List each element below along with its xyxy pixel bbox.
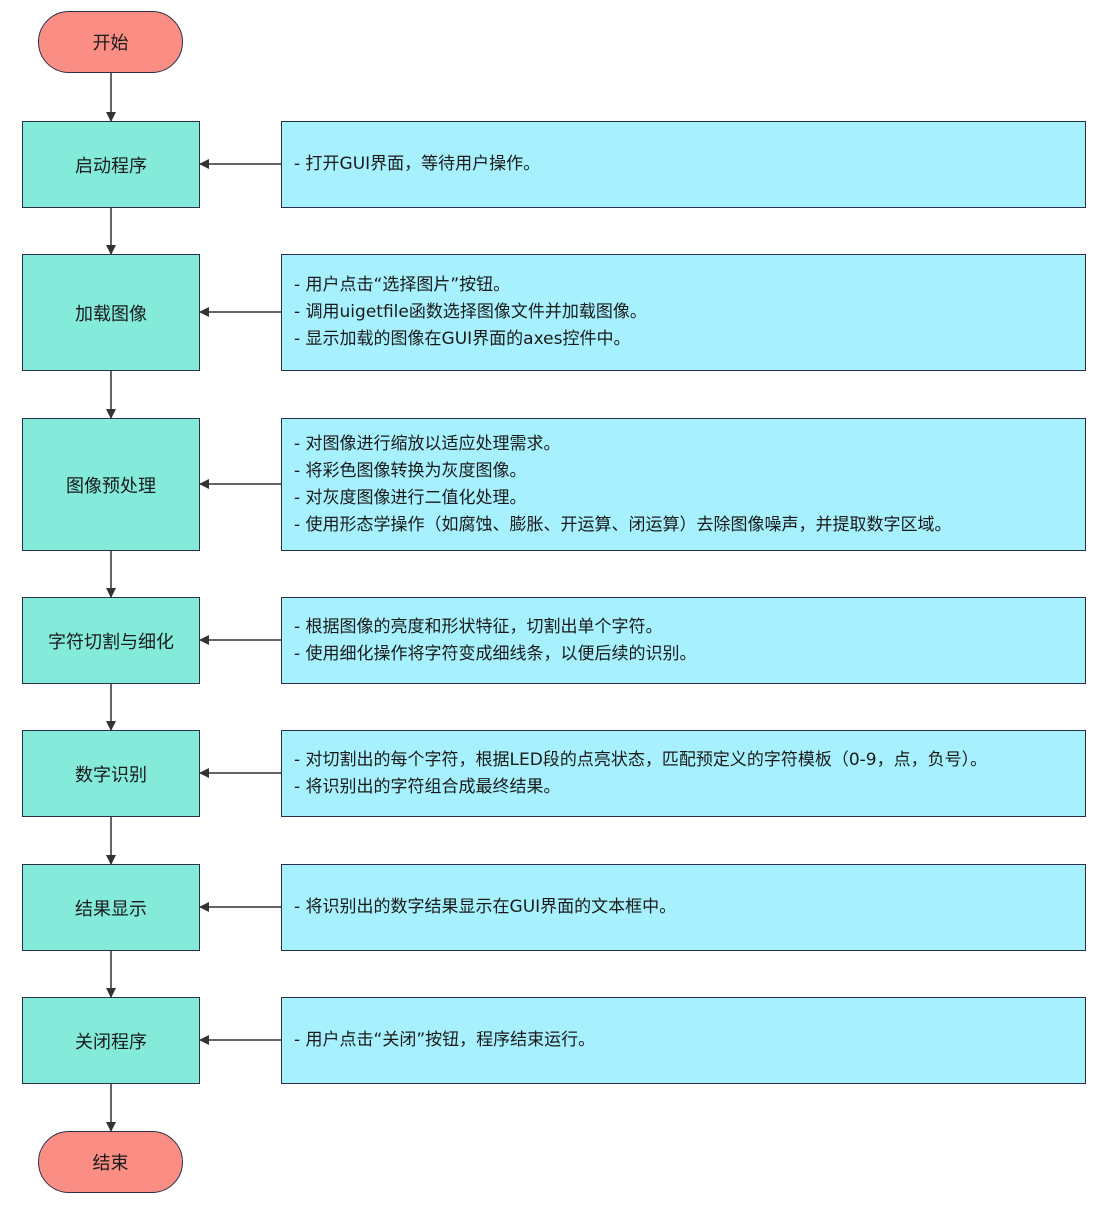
step-label: 关闭程序 bbox=[75, 1031, 147, 1053]
step-label: 启动程序 bbox=[75, 155, 147, 177]
note-line: - 将彩色图像转换为灰度图像。 bbox=[294, 460, 527, 481]
step-load-image: 加载图像 bbox=[22, 254, 200, 371]
note-preprocess: - 对图像进行缩放以适应处理需求。 - 将彩色图像转换为灰度图像。 - 对灰度图… bbox=[281, 418, 1086, 551]
step-close: 关闭程序 bbox=[22, 997, 200, 1084]
start-label: 开始 bbox=[92, 33, 129, 54]
note-start-program: - 打开GUI界面，等待用户操作。 bbox=[281, 121, 1086, 208]
note-recognition: - 对切割出的每个字符，根据LED段的点亮状态，匹配预定义的字符模板（0-9，点… bbox=[281, 730, 1086, 817]
note-line: - 对图像进行缩放以适应处理需求。 bbox=[294, 433, 561, 454]
note-line: - 对切割出的每个字符，根据LED段的点亮状态，匹配预定义的字符模板（0-9，点… bbox=[294, 749, 988, 770]
note-line: - 根据图像的亮度和形状特征，切割出单个字符。 bbox=[294, 616, 663, 637]
step-recognition: 数字识别 bbox=[22, 730, 200, 817]
step-display: 结果显示 bbox=[22, 864, 200, 951]
note-line: - 将识别出的字符组合成最终结果。 bbox=[294, 776, 561, 797]
note-segment-thin: - 根据图像的亮度和形状特征，切割出单个字符。 - 使用细化操作将字符变成细线条… bbox=[281, 597, 1086, 684]
step-label: 结果显示 bbox=[75, 898, 147, 920]
note-line: - 调用uigetfile函数选择图像文件并加载图像。 bbox=[294, 302, 647, 322]
note-line: - 用户点击“选择图片”按钮。 bbox=[294, 275, 511, 295]
note-close: - 用户点击“关闭”按钮，程序结束运行。 bbox=[281, 997, 1086, 1084]
end-label: 结束 bbox=[92, 1153, 129, 1174]
note-line: - 打开GUI界面，等待用户操作。 bbox=[294, 154, 541, 174]
note-line: - 对灰度图像进行二值化处理。 bbox=[294, 487, 527, 508]
step-start-program: 启动程序 bbox=[22, 121, 200, 208]
step-label: 加载图像 bbox=[75, 303, 147, 325]
start-terminal: 开始 bbox=[38, 11, 183, 73]
step-label: 数字识别 bbox=[75, 764, 147, 786]
step-label: 图像预处理 bbox=[66, 475, 156, 497]
step-segment-thin: 字符切割与细化 bbox=[22, 597, 200, 684]
note-display: - 将识别出的数字结果显示在GUI界面的文本框中。 bbox=[281, 864, 1086, 951]
note-line: - 将识别出的数字结果显示在GUI界面的文本框中。 bbox=[294, 897, 677, 917]
note-line: - 使用形态学操作（如腐蚀、膨胀、开运算、闭运算）去除图像噪声，并提取数字区域。 bbox=[294, 514, 952, 535]
end-terminal: 结束 bbox=[38, 1131, 183, 1193]
note-load-image: - 用户点击“选择图片”按钮。 - 调用uigetfile函数选择图像文件并加载… bbox=[281, 254, 1086, 371]
step-label: 字符切割与细化 bbox=[48, 631, 174, 653]
note-line: - 用户点击“关闭”按钮，程序结束运行。 bbox=[294, 1030, 596, 1050]
step-preprocess: 图像预处理 bbox=[22, 418, 200, 551]
note-line: - 显示加载的图像在GUI界面的axes控件中。 bbox=[294, 329, 631, 349]
note-line: - 使用细化操作将字符变成细线条，以便后续的识别。 bbox=[294, 643, 697, 664]
